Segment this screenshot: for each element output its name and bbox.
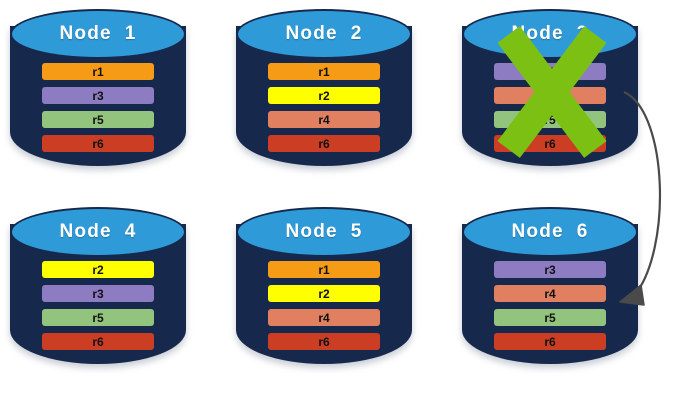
shard-bar[interactable]: r1 (268, 261, 380, 278)
shard-bar[interactable]: r5 (42, 309, 154, 326)
shard-list: r1 r2 r4 r6 (236, 260, 412, 356)
shard-bar[interactable]: r6 (494, 333, 606, 350)
node-cylinder-4[interactable]: Node 4 r2 r3 r5 r6 (0, 202, 196, 384)
shard-bar[interactable]: r3 (42, 285, 154, 302)
shard-bar[interactable]: r5 (494, 309, 606, 326)
shard-bar[interactable]: r2 (42, 261, 154, 278)
cylinder-top (10, 207, 186, 257)
shard-list: r2 r3 r5 r6 (10, 260, 186, 356)
shard-bar[interactable]: r6 (42, 333, 154, 350)
shard-bar[interactable]: r1 (268, 63, 380, 80)
shard-list: r1 r3 r5 r6 (10, 62, 186, 158)
node-cylinder-3[interactable]: Node 3 r3 r4 r5 r6 (452, 4, 648, 186)
node-label: Node 2 (285, 23, 363, 44)
node-label: Node 1 (59, 23, 137, 44)
shard-bar[interactable]: r4 (494, 285, 606, 302)
shard-bar[interactable]: r6 (268, 333, 380, 350)
cylinder-top (10, 9, 186, 59)
shard-bar[interactable]: r4 (268, 309, 380, 326)
node-label: Node 5 (285, 221, 363, 242)
shard-bar[interactable]: r2 (268, 87, 380, 104)
shard-bar[interactable]: r5 (42, 111, 154, 128)
shard-bar[interactable]: r4 (268, 111, 380, 128)
shard-list: r3 r4 r5 r6 (462, 260, 638, 356)
cylinder-top (236, 9, 412, 59)
node-cylinder-2[interactable]: Node 2 r1 r2 r4 r6 (226, 4, 422, 186)
node-cylinder-1[interactable]: Node 1 r1 r3 r5 r6 (0, 4, 196, 186)
node-label: Node 6 (511, 221, 589, 242)
shard-bar[interactable]: r6 (268, 135, 380, 152)
node-cylinder-5[interactable]: Node 5 r1 r2 r4 r6 (226, 202, 422, 384)
shard-bar[interactable]: r6 (42, 135, 154, 152)
shard-bar[interactable]: r1 (42, 63, 154, 80)
arrow-head (619, 284, 645, 306)
cylinder-top (236, 207, 412, 257)
shard-bar[interactable]: r3 (494, 261, 606, 278)
shard-bar[interactable]: r2 (268, 285, 380, 302)
node-cylinder-6[interactable]: Node 6 r3 r4 r5 r6 (452, 202, 648, 384)
arrow-path (623, 90, 662, 297)
shard-list: r1 r2 r4 r6 (236, 62, 412, 158)
cylinder-top (462, 207, 638, 257)
shard-bar[interactable]: r3 (42, 87, 154, 104)
node-label: Node 4 (59, 221, 137, 242)
